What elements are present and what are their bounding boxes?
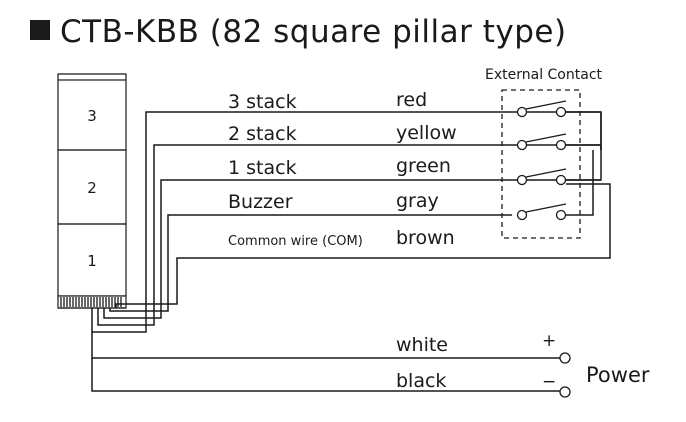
tower-base-connector bbox=[57, 295, 127, 309]
contact-switch-1 bbox=[516, 100, 567, 118]
signal-tower: 3 2 1 bbox=[57, 73, 127, 309]
power-positive-terminal bbox=[559, 352, 571, 364]
external-contact-box: External Contact bbox=[485, 67, 603, 239]
wire-2-stack bbox=[97, 144, 601, 326]
wire-label-3-stack: 3 stack bbox=[228, 91, 297, 113]
power-terminals: + − Power bbox=[542, 331, 650, 398]
tier-label-1: 1 bbox=[87, 252, 97, 270]
wire-label-1-stack: 1 stack bbox=[228, 157, 297, 179]
power-positive-sign: + bbox=[542, 331, 556, 351]
wire-1-stack bbox=[103, 146, 602, 319]
wire-white bbox=[91, 332, 560, 359]
contact-switch-4 bbox=[516, 203, 567, 221]
black-square-icon bbox=[30, 20, 50, 40]
contact-switch-3 bbox=[516, 168, 567, 186]
wire-color-white: white bbox=[396, 334, 448, 356]
title-text: CTB-KBB (82 square pillar type) bbox=[60, 14, 567, 50]
external-contact-label: External Contact bbox=[485, 67, 603, 83]
wire-color-red: red bbox=[396, 89, 427, 111]
power-negative-sign: − bbox=[542, 372, 556, 392]
wire-common bbox=[115, 112, 611, 308]
power-label: Power bbox=[586, 363, 650, 387]
tower-cap bbox=[57, 73, 127, 80]
contact-switch-2 bbox=[516, 133, 567, 151]
wire-label-common: Common wire (COM) bbox=[228, 234, 363, 249]
wire-black bbox=[91, 358, 560, 392]
wire-buzzer bbox=[109, 214, 512, 312]
wire-color-yellow: yellow bbox=[396, 122, 457, 144]
wire-color-brown: brown bbox=[396, 227, 455, 249]
wire-color-black: black bbox=[396, 370, 446, 392]
wire-label-2-stack: 2 stack bbox=[228, 123, 297, 145]
tier-label-3: 3 bbox=[87, 107, 97, 125]
wire-label-buzzer: Buzzer bbox=[228, 191, 293, 213]
power-negative-terminal bbox=[559, 386, 571, 398]
tier-label-2: 2 bbox=[87, 179, 97, 197]
diagram-title: CTB-KBB (82 square pillar type) bbox=[30, 14, 567, 50]
wire-color-gray: gray bbox=[396, 190, 439, 212]
wire-color-green: green bbox=[396, 155, 451, 177]
